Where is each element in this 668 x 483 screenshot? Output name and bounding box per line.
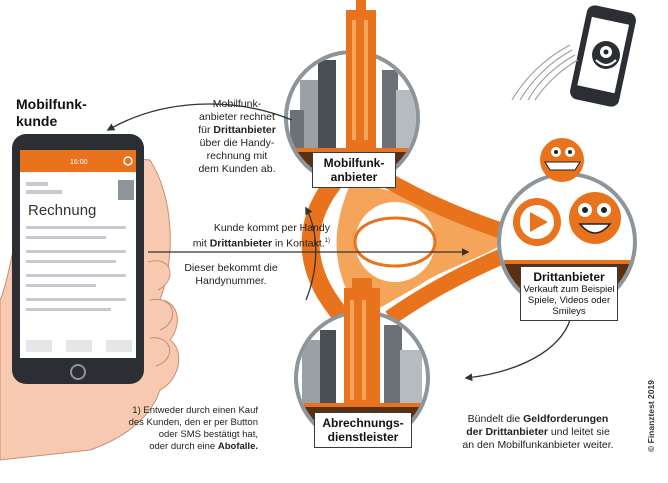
big-phone [12,134,144,384]
note-billing-bundles: Bündelt die Geldforderungen der Drittanb… [462,413,614,451]
phone-status-time: 16:00 [70,159,88,166]
note-gets-number: Dieser bekommt die Handynummer. [184,262,278,287]
monster-icon [540,138,584,182]
badge-billing: Abrechnungs- dienstleister [314,412,412,448]
credit: © Finanztest 2019 [646,380,656,452]
note-customer-contact: Kunde kommt per Handy mit Drittanbieter … [192,222,330,250]
note-provider-bills: Mobilfunk- anbieter rechnet für Drittanb… [198,98,276,175]
badge-third-party: Drittanbieter Verkauft zum Beispiel Spie… [520,266,618,321]
arrows [106,103,571,382]
badge-provider: Mobilfunk- anbieter [312,152,396,188]
smiley-icon [569,192,621,244]
connector-shape [301,169,509,327]
footnote: 1) Entweder durch einen Kauf des Kunden,… [128,405,258,452]
phone-screen-title: Rechnung [28,202,97,219]
customer-title: Mobilfunk- kunde [16,96,87,129]
small-phone [570,5,636,107]
signal-waves [511,44,579,101]
